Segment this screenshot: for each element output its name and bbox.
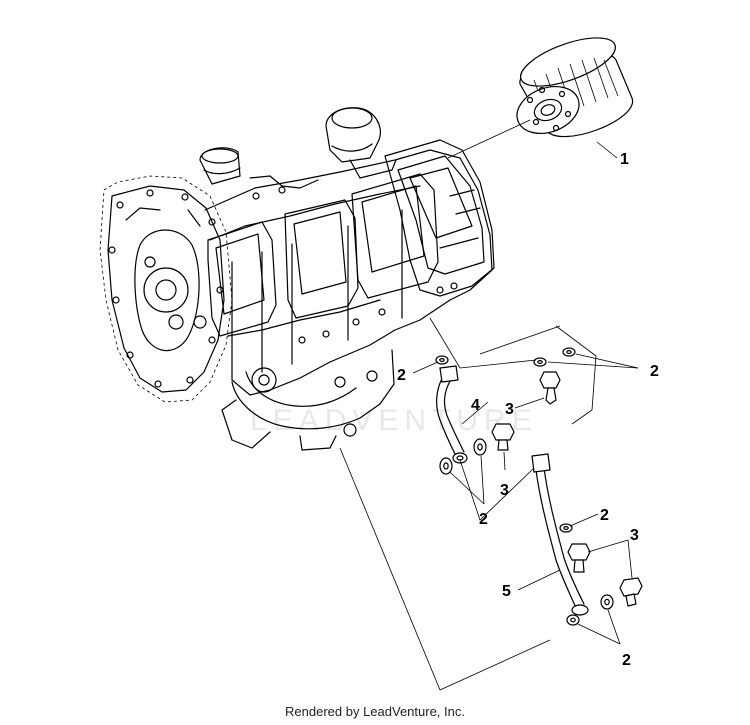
callout-2-middle: 2 [479,511,488,528]
oil-line-upper [436,365,468,464]
leader-lines [412,141,639,645]
callout-2-right: 2 [650,363,659,380]
engine-crankcase [99,107,495,451]
callout-3-middle: 3 [500,482,509,499]
oil-filter [516,37,633,138]
sealing-washers [435,347,614,626]
oil-filter-centerline [447,119,531,159]
banjo-bolts [491,371,643,607]
footer-credit: Rendered by LeadVenture, Inc. [285,704,465,719]
callout-2-bottom: 2 [622,652,631,669]
oil-line-lower [531,453,589,616]
callout-4: 4 [471,397,480,414]
callout-2-left: 2 [397,367,406,384]
callout-2-lower-right: 2 [600,507,609,524]
callout-3-right: 3 [630,527,639,544]
watermark: LEADVENTURE [250,404,538,437]
callout-3-upper: 3 [505,401,514,418]
callout-5: 5 [502,583,511,600]
assembly-lines [339,317,597,691]
callout-1: 1 [620,151,629,168]
